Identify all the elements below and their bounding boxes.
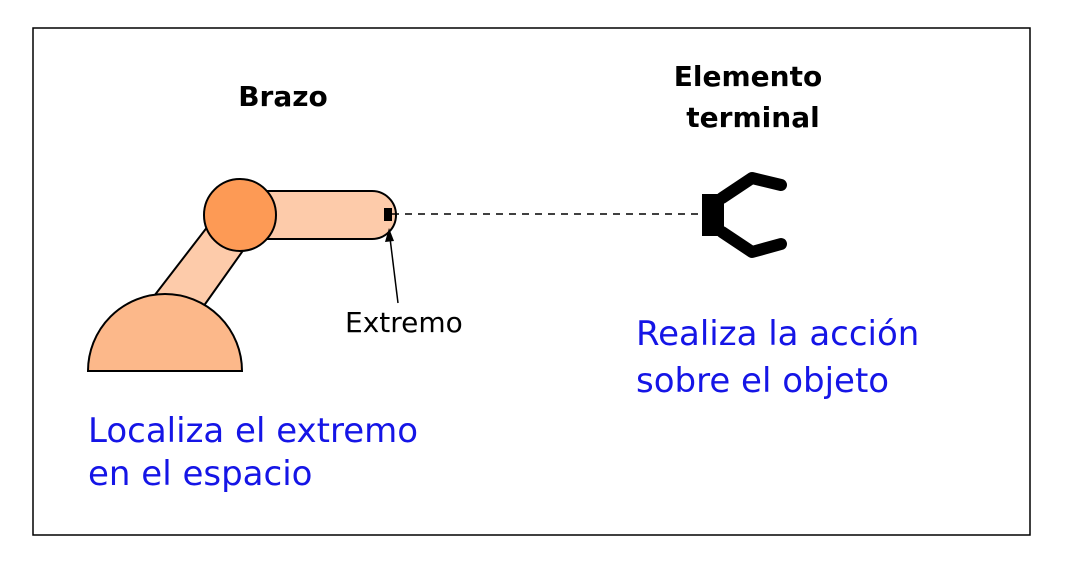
end-effector-description-line1: Realiza la acción <box>636 314 919 354</box>
arm-title: Brazo <box>238 80 328 113</box>
tip-pointer-arrow <box>385 228 399 304</box>
arm-joint <box>203 178 277 252</box>
arm-description-line2: en el espacio <box>88 454 312 494</box>
arm-base <box>86 293 244 372</box>
arm-upper-link <box>239 190 397 240</box>
end-effector-title-line1: Elemento <box>674 60 822 93</box>
gripper-icon <box>702 172 787 258</box>
arm-tip-flange <box>384 208 392 221</box>
end-effector-description-line2: sobre el objeto <box>636 361 889 401</box>
arm-description-line1: Localiza el extremo <box>88 411 418 451</box>
end-effector-title-line2: terminal <box>686 101 819 134</box>
tip-label: Extremo <box>345 306 463 339</box>
robot-arm-icon <box>86 178 397 372</box>
